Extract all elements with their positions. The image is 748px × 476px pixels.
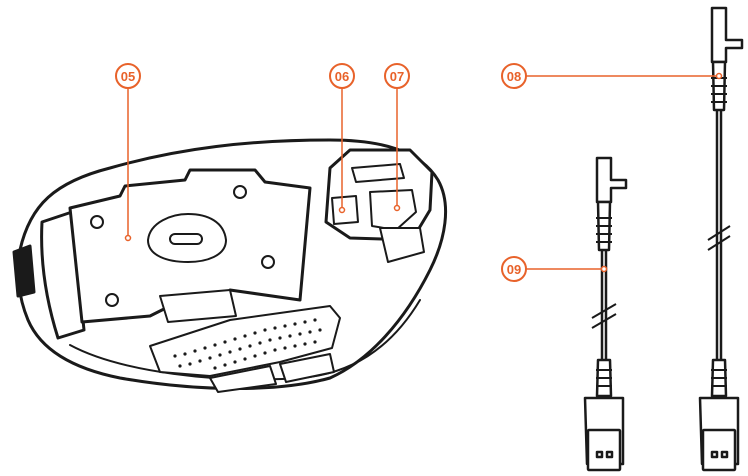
callout-06-dot (338, 206, 346, 214)
callout-08-label: 08 (507, 69, 521, 84)
cable-08-ribs-bottom (711, 369, 727, 387)
callout-05-dot (124, 234, 132, 242)
plate-tab (159, 289, 237, 323)
callout-08-badge (501, 63, 527, 89)
cable-08 (698, 6, 744, 472)
callouts: 05 06 07 08 09 (115, 63, 723, 282)
callout-07-dot (393, 204, 401, 212)
callout-05: 05 (115, 63, 141, 242)
callout-07: 07 (384, 63, 410, 212)
side-button (12, 244, 36, 298)
callout-06: 06 (329, 63, 355, 214)
bottom-button-right (279, 353, 335, 383)
cable-09-usb-slot-1 (595, 450, 604, 459)
sensor-slot (169, 233, 203, 245)
cable-08-connector-head (710, 6, 744, 64)
callout-09-badge (501, 256, 527, 282)
cable-09-ribs-bottom (596, 369, 612, 387)
mouse-illustration (12, 138, 448, 393)
cable-08-usb-slot-2 (720, 450, 729, 459)
callout-06-label: 06 (335, 69, 349, 84)
callout-08: 08 (501, 63, 723, 89)
callout-05-badge (115, 63, 141, 89)
cable-09-usb-tip (586, 428, 622, 472)
cable-08-usb-slot-1 (710, 450, 719, 459)
grip-area (149, 305, 341, 377)
compartment-lid (351, 163, 405, 183)
callout-06-badge (329, 63, 355, 89)
bottom-button-left (209, 365, 277, 393)
callout-07-label: 07 (390, 69, 404, 84)
callout-08-dot (715, 72, 723, 80)
cable-09-ribs-top (596, 217, 612, 243)
cable-09-connector-head (595, 156, 628, 204)
cable-08-break (707, 225, 731, 251)
compartment-flap (379, 227, 425, 263)
callout-09-dot (600, 265, 608, 273)
plate-screws (90, 185, 275, 307)
cable-09-break (591, 303, 617, 329)
callout-07-badge (384, 63, 410, 89)
latch-07 (369, 189, 417, 231)
cable-09-usb-slot-2 (605, 450, 614, 459)
callout-09: 09 (501, 256, 608, 282)
grip-holes (173, 318, 322, 370)
callout-05-label: 05 (121, 69, 135, 84)
cable-08-ribs-top (711, 77, 727, 103)
cable-09 (583, 156, 628, 472)
callout-09-label: 09 (507, 262, 521, 277)
cable-08-usb-tip (701, 428, 737, 472)
